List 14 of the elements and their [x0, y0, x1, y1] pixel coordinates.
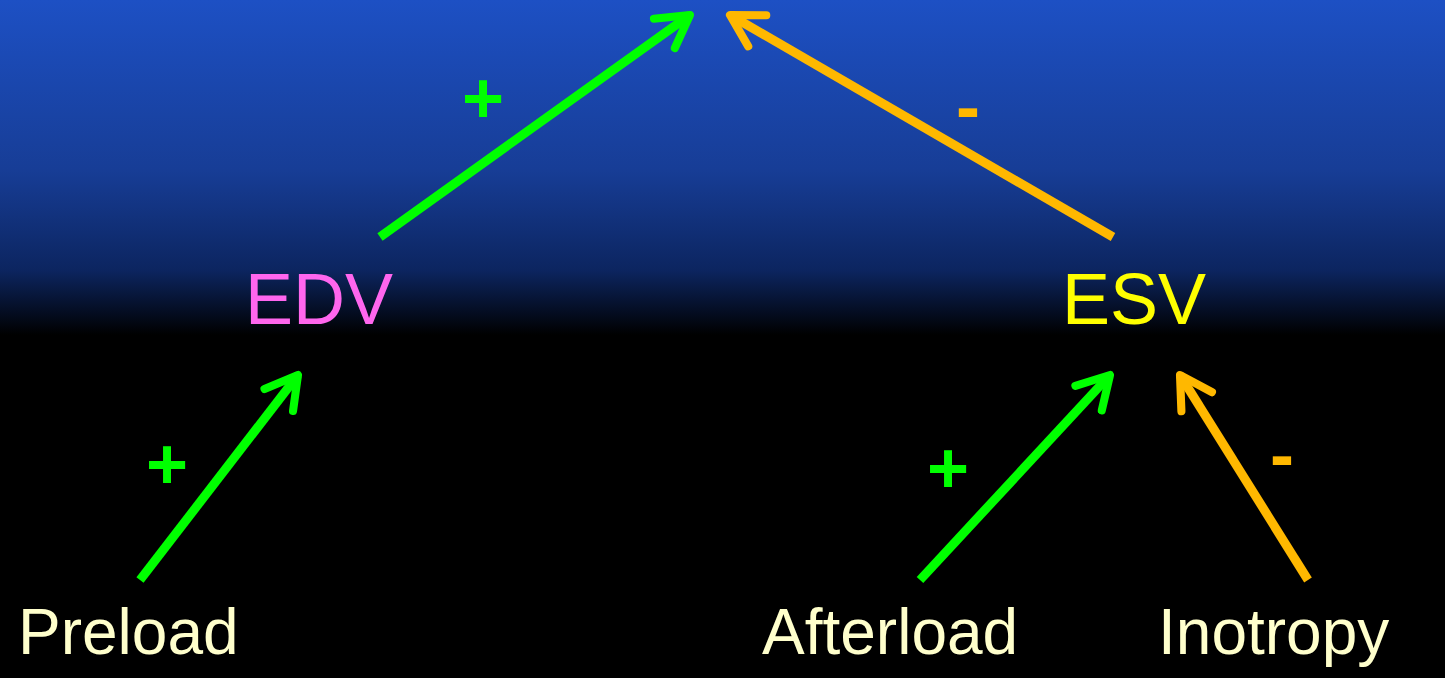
edge-label: -	[1270, 418, 1294, 490]
arrow	[916, 370, 1115, 584]
arrow	[1175, 370, 1312, 583]
arrow	[725, 10, 1116, 241]
node-label: Preload	[18, 580, 239, 664]
edge-label: +	[462, 62, 505, 134]
edge-label: +	[927, 432, 970, 504]
node-label: EDV	[245, 237, 394, 375]
edge-label: -	[956, 70, 980, 142]
edge-label: +	[146, 428, 189, 500]
node-label: ESV	[1062, 237, 1207, 375]
node-label: Afterload	[762, 580, 1019, 664]
arrow	[377, 10, 695, 241]
arrow	[136, 370, 303, 583]
